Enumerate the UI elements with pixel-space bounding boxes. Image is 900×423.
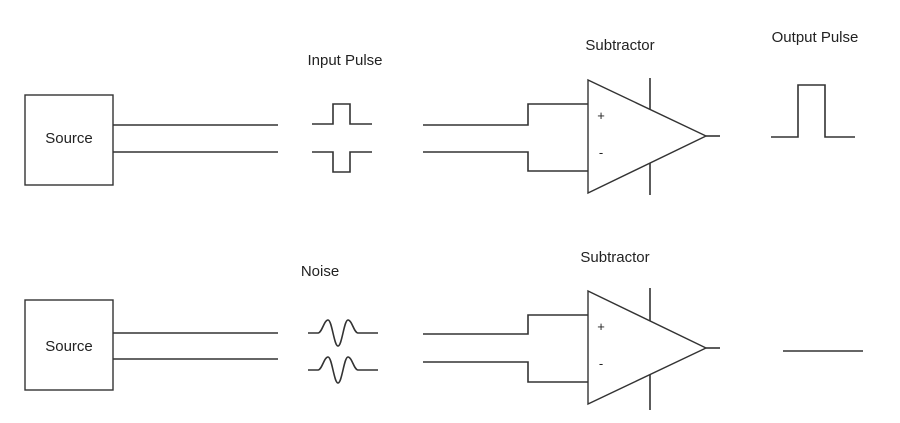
bottom-wire-lower-right [423,361,588,383]
noise-wave-upper-icon [308,319,378,347]
bottom-wire-upper-right [423,314,588,335]
bottom-source-box [24,299,114,391]
bottom-source-label: Source [45,338,93,355]
noise-wave-lower-icon [308,356,378,384]
bottom-minus-sign: - [599,356,603,371]
negative-pulse-icon [312,151,372,173]
bottom-subtractor-label: Subtractor [580,249,649,266]
noise-label: Noise [301,263,339,280]
top-wire-upper-right [423,103,588,126]
top-minus-sign: - [599,145,603,160]
top-plus-sign: + [597,108,605,123]
bottom-plus-sign: + [597,319,605,334]
output-pulse-label: Output Pulse [772,29,859,46]
top-source-label: Source [45,130,93,147]
top-row: Source Input Pulse Subtractor + - Output… [24,29,859,195]
top-subtractor-triangle [587,78,708,195]
bottom-subtractor-triangle [587,289,708,406]
positive-pulse-icon [312,103,372,125]
output-pulse-icon [771,84,855,138]
bottom-row: Source Noise Subtractor + - [24,249,863,410]
top-subtractor-label: Subtractor [585,37,654,54]
input-pulse-label: Input Pulse [307,52,382,69]
top-source-box [24,94,114,186]
top-wire-lower-right [423,151,588,172]
